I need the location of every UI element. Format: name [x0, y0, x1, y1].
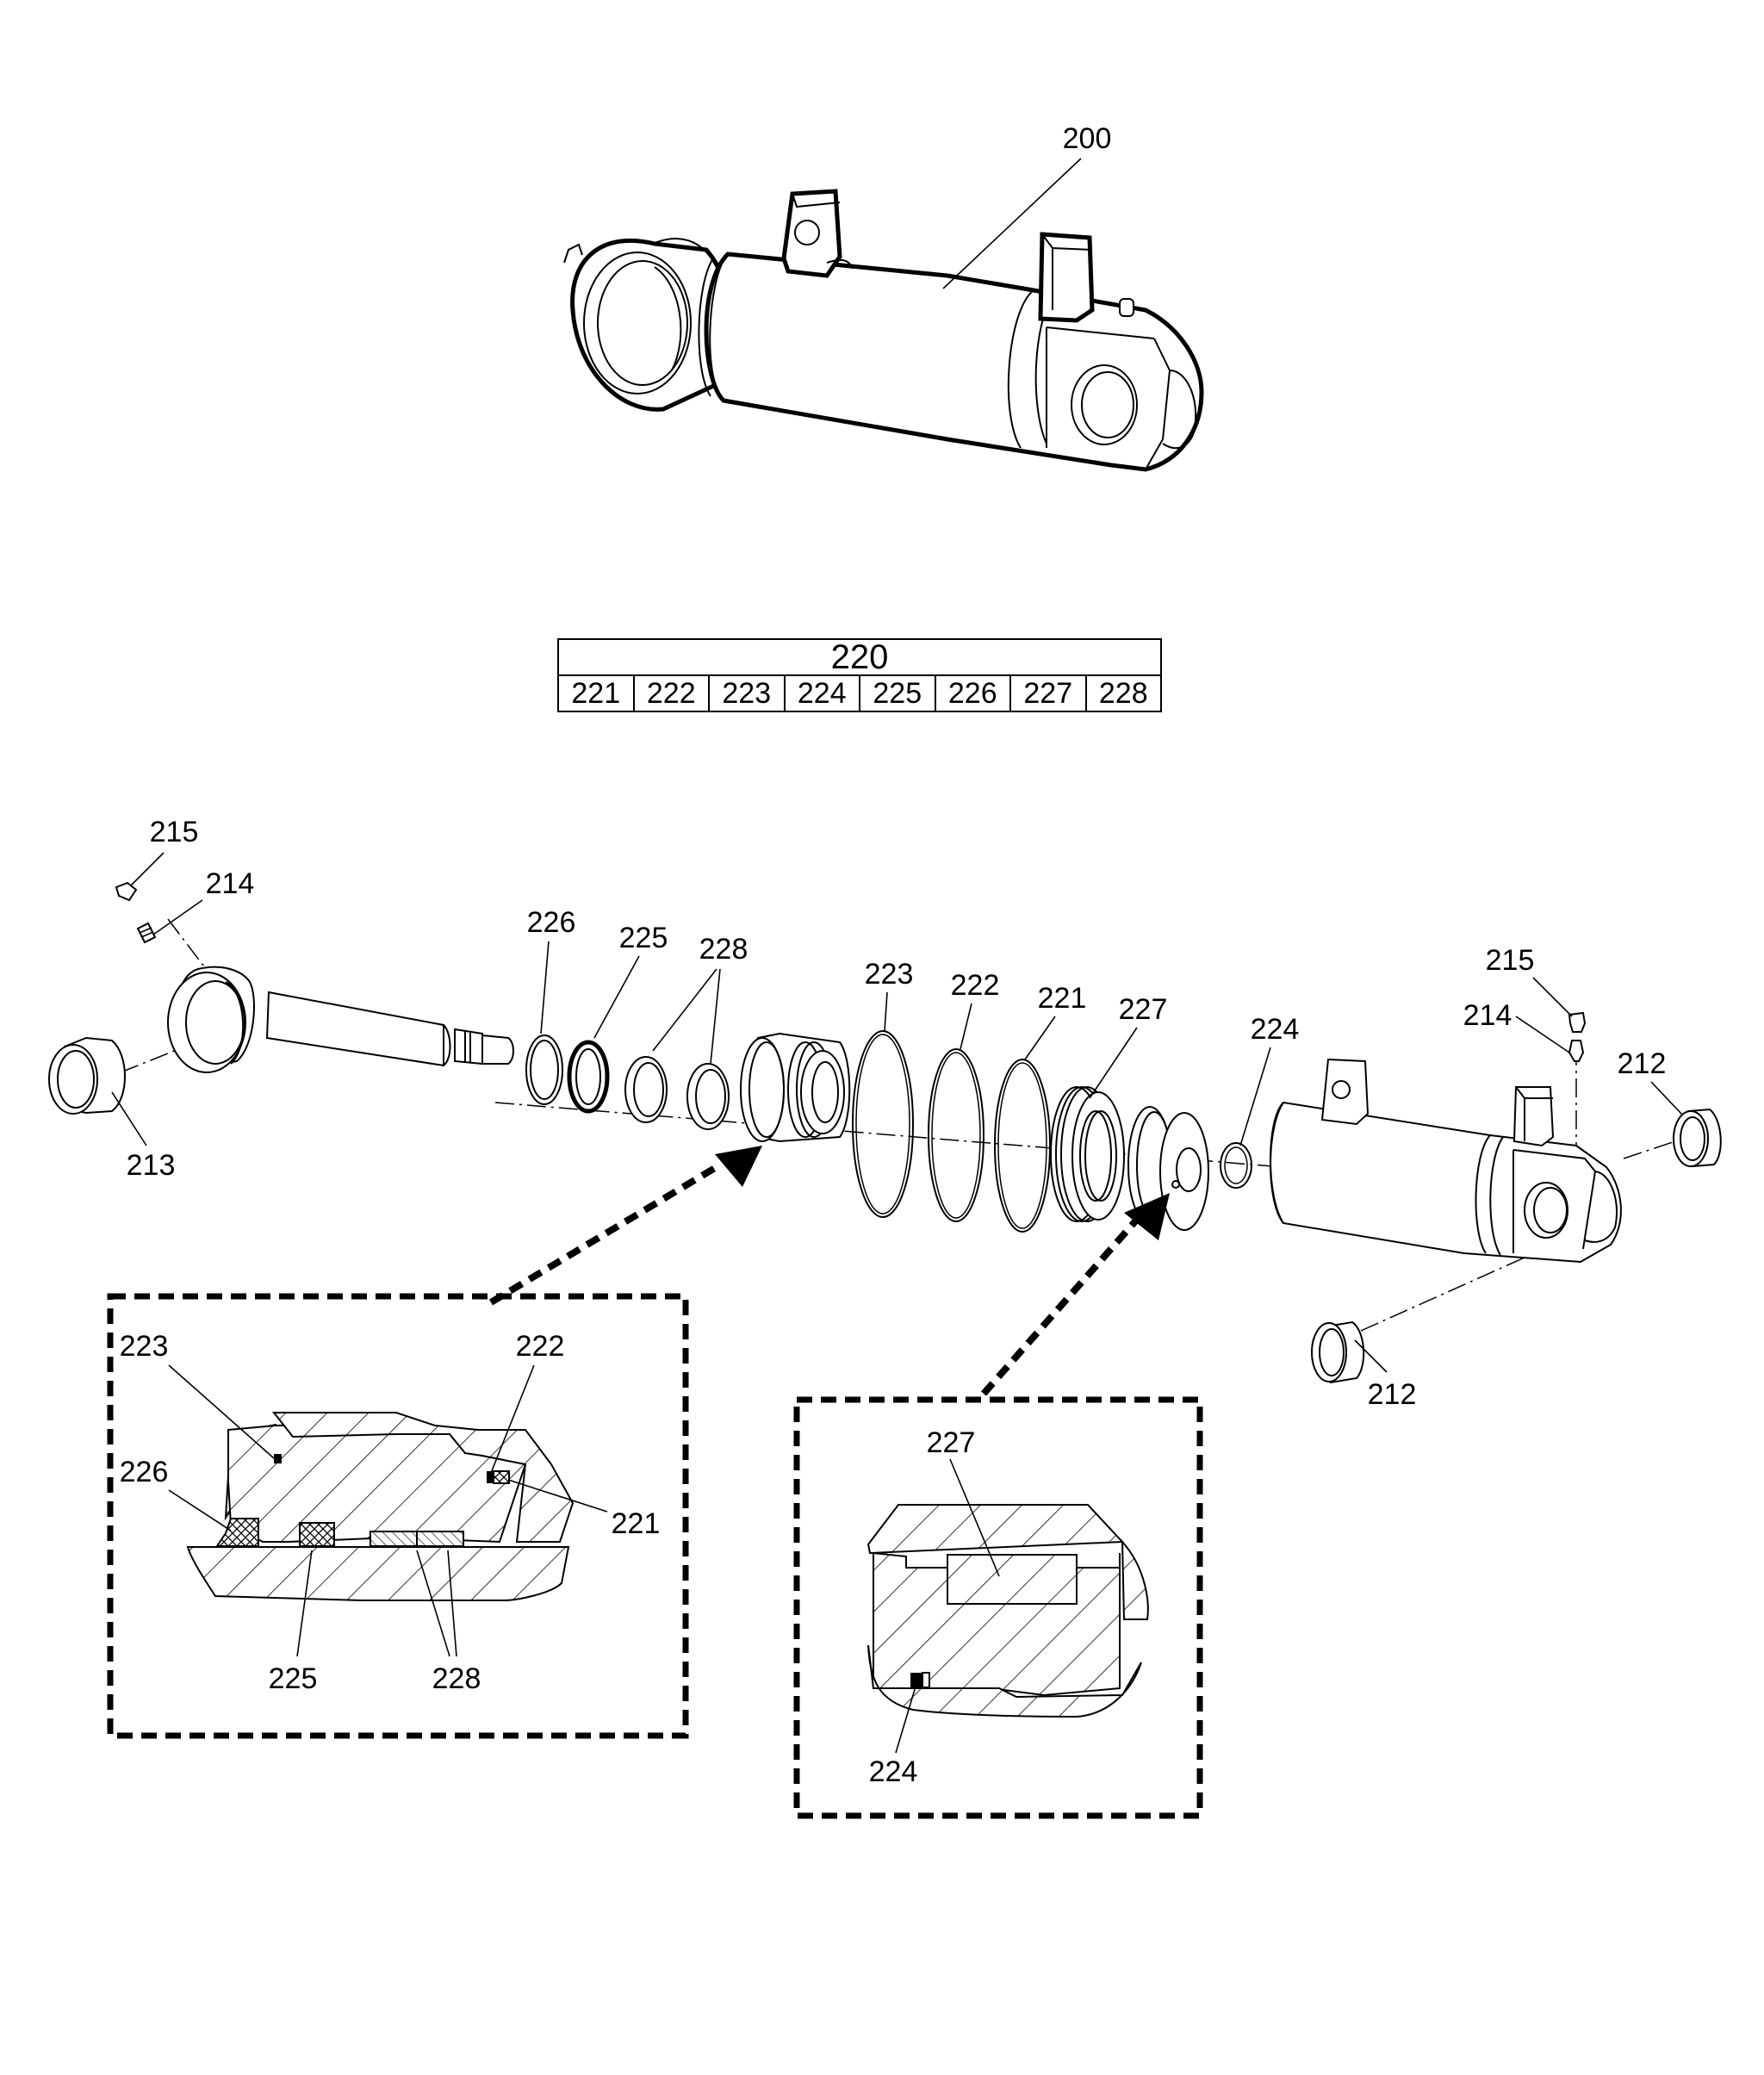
bushing-212-right	[1673, 1108, 1722, 1168]
barrel	[1270, 1058, 1622, 1264]
detail-piston-frame	[793, 1396, 1203, 1819]
assembled-cylinder: 200	[563, 122, 1204, 472]
callout-214-left: 214	[206, 867, 255, 900]
bushing-212-bottom	[1311, 1320, 1365, 1384]
guide-ring-228-b	[686, 1063, 730, 1130]
detail1-callout-228: 228	[432, 1662, 481, 1695]
assembled-rod-eye	[563, 238, 736, 412]
leader-200	[942, 158, 1082, 289]
detail1-callout-221: 221	[612, 1507, 661, 1540]
arrow-head-gland	[715, 1146, 762, 1187]
callout-224: 224	[1251, 1013, 1300, 1046]
callout-213: 213	[127, 1149, 176, 1182]
detail-oring-223	[274, 1454, 282, 1463]
assembled-barrel	[698, 189, 1204, 472]
oring-223	[852, 1030, 914, 1218]
callout-228: 228	[699, 933, 748, 966]
callout-214-right: 214	[1463, 999, 1512, 1032]
callout-227: 227	[1119, 993, 1168, 1026]
gland	[740, 1032, 851, 1143]
kit-component: 222	[632, 674, 710, 712]
kit-component: 223	[708, 674, 786, 712]
detail-oring-221	[493, 1470, 510, 1484]
oring-224	[1220, 1142, 1252, 1189]
callout-215-right: 215	[1486, 944, 1535, 977]
detail2-callout-227: 227	[927, 1426, 976, 1459]
kit-component: 225	[859, 674, 936, 712]
exploded-view: 215 214 213 226 225 228 223 222 221 227 …	[48, 816, 1722, 1411]
grease-nipple-214-right	[1568, 1040, 1585, 1062]
wiper-226	[525, 1034, 563, 1105]
axis-bushing-bottom	[1360, 1257, 1525, 1332]
kit-number: 220	[557, 638, 1162, 676]
detail1-callout-225: 225	[269, 1662, 318, 1695]
detail2-callout-224: 224	[869, 1755, 918, 1788]
detail1-callout-226: 226	[120, 1456, 169, 1488]
kit-component: 224	[783, 674, 860, 712]
grease-nipple-214-left	[136, 922, 157, 944]
backup-ring-222	[928, 1048, 984, 1222]
callout-222: 222	[951, 969, 1000, 1002]
piston-seal-227	[1050, 1086, 1125, 1222]
callout-212-right: 212	[1618, 1047, 1667, 1080]
grease-cap-215-left	[115, 881, 138, 902]
rod-seal-225	[567, 1040, 610, 1114]
callout-212-bottom: 212	[1368, 1378, 1417, 1411]
detail-piston-section: 227 224	[793, 1396, 1203, 1819]
oring-221	[994, 1059, 1051, 1233]
detail-backup-222	[487, 1471, 494, 1483]
arrow-to-gland	[488, 1162, 722, 1306]
detail1-callout-222: 222	[516, 1330, 565, 1363]
callout-200: 200	[1063, 122, 1112, 155]
callout-221: 221	[1038, 982, 1087, 1015]
piston	[1127, 1106, 1209, 1231]
kit-component: 221	[557, 674, 635, 712]
callout-223: 223	[865, 958, 914, 991]
detail1-callout-223: 223	[120, 1330, 169, 1363]
callout-225: 225	[619, 922, 668, 954]
kit-component: 228	[1084, 674, 1162, 712]
arrow-to-piston	[980, 1212, 1145, 1396]
guide-ring-228-a	[624, 1056, 668, 1123]
kit-component: 227	[1009, 674, 1087, 712]
axis-main	[494, 1102, 1284, 1168]
detail-gland-section: 223 222 226 221 225 228	[107, 1293, 689, 1739]
detail-rodseal-225	[299, 1522, 335, 1547]
detail-wiper-226	[215, 1518, 259, 1547]
piston-rod	[167, 966, 514, 1073]
callout-226: 226	[527, 906, 576, 939]
detail-gland-frame	[107, 1293, 689, 1739]
callout-215-left: 215	[150, 816, 199, 848]
grease-cap-215-right	[1568, 1011, 1587, 1033]
rod-bushing-213	[48, 1036, 126, 1115]
seal-kit-table: 220 221 222 223 224 225 226 227 228	[557, 638, 1162, 712]
arrow-head-piston	[1124, 1193, 1170, 1240]
detail-oring-224	[910, 1673, 922, 1687]
kit-components-row: 221 222 223 224 225 226 227 228	[557, 674, 1162, 712]
kit-component: 226	[934, 674, 1011, 712]
